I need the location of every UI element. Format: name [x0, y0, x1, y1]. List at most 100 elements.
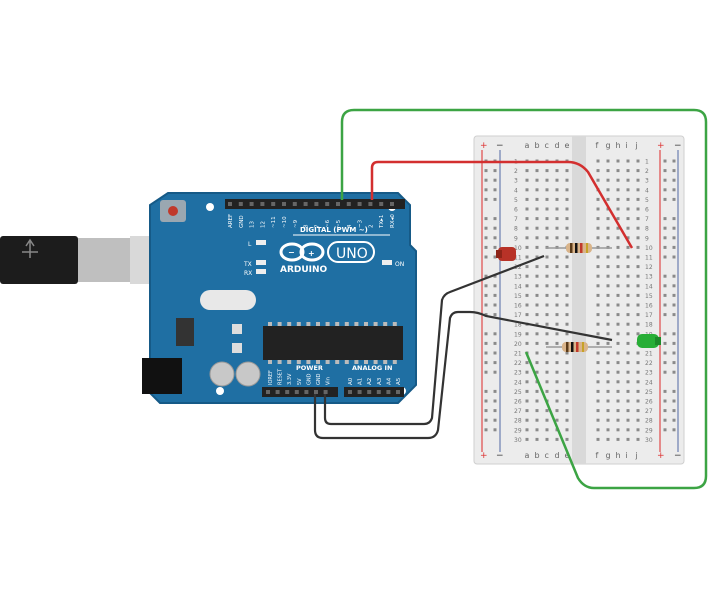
- row-number: 9: [645, 235, 649, 242]
- row-number: 1: [645, 159, 649, 166]
- column-letter: g: [606, 451, 611, 460]
- column-letter: e: [565, 451, 570, 460]
- on-label: ON: [395, 261, 404, 268]
- row-number: 8: [514, 226, 518, 233]
- row-number: 5: [645, 197, 649, 204]
- row-number: 12: [514, 264, 522, 271]
- digital-pin-label: TX▸1: [379, 215, 385, 229]
- resistor-2[interactable]: [546, 342, 612, 352]
- row-number: 10: [645, 245, 653, 252]
- column-letter: e: [565, 141, 570, 150]
- microcontroller-chip: [263, 326, 403, 360]
- row-number: 2: [514, 168, 518, 175]
- arduino-logo: − +: [279, 242, 325, 262]
- green-led[interactable]: [637, 334, 661, 348]
- analog-pin-label: A1: [358, 378, 364, 385]
- analog-pin-label: A4: [386, 377, 392, 385]
- power-jack: [142, 358, 182, 394]
- power-pin-label: IOREF: [268, 370, 274, 385]
- row-number: 18: [645, 322, 653, 329]
- digital-pin-label: RX◂0: [390, 214, 396, 228]
- row-number: 16: [514, 303, 522, 310]
- row-number: 15: [645, 293, 653, 300]
- row-number: 4: [645, 187, 649, 194]
- row-number: 23: [645, 370, 653, 377]
- power-pin-label: 5V: [297, 378, 303, 385]
- digital-pin-label: 12: [260, 221, 266, 228]
- column-letter: f: [596, 451, 599, 460]
- row-number: 18: [514, 322, 522, 329]
- crystal: [200, 290, 256, 310]
- row-number: 25: [514, 389, 522, 396]
- power-pin-label: Vin: [326, 377, 332, 385]
- rail-sign: −: [496, 451, 504, 461]
- resistor-1[interactable]: [546, 243, 612, 253]
- column-letter: a: [525, 141, 530, 150]
- digital-pin-label: AREF: [228, 214, 234, 228]
- column-letter: h: [616, 141, 621, 150]
- digital-pin-label: 13: [250, 221, 256, 228]
- row-number: 13: [645, 274, 653, 281]
- rail-sign: −: [674, 141, 682, 151]
- usb-icon: [22, 238, 38, 258]
- row-number: 8: [645, 226, 649, 233]
- power-header: [262, 387, 338, 397]
- row-number: 3: [645, 178, 649, 185]
- row-number: 11: [645, 255, 653, 262]
- row-number: 3: [514, 178, 518, 185]
- digital-pin-label: 8: [304, 224, 310, 228]
- row-number: 22: [645, 360, 653, 367]
- column-letter: g: [606, 141, 611, 150]
- black-wire-1: [313, 310, 613, 440]
- column-letter: a: [525, 451, 530, 460]
- row-number: 26: [514, 399, 522, 406]
- row-number: 27: [514, 408, 522, 415]
- row-number: 19: [514, 331, 522, 338]
- row-number: 12: [645, 264, 653, 271]
- row-number: 7: [645, 216, 649, 223]
- digital-pin-label: 2: [368, 225, 374, 229]
- rail-sign: +: [480, 451, 488, 461]
- row-number: 29: [514, 427, 522, 434]
- power-label: POWER: [296, 364, 323, 372]
- analog-label: ANALOG IN: [352, 364, 392, 372]
- column-letter: c: [545, 141, 549, 150]
- column-letter: d: [555, 451, 560, 460]
- row-number: 24: [645, 379, 653, 386]
- row-number: 17: [645, 312, 653, 319]
- row-number: 30: [645, 437, 653, 444]
- digital-header-label: DIGITAL (PWM ~): [300, 226, 368, 234]
- row-number: 6: [645, 207, 649, 214]
- digital-pin-label: ~10: [282, 216, 288, 228]
- row-number: 6: [514, 207, 518, 214]
- digital-pin-label: GND: [239, 215, 245, 228]
- column-letter: f: [596, 141, 599, 150]
- black-wire-2: [323, 254, 545, 426]
- row-number: 28: [645, 418, 653, 425]
- row-number: 30: [514, 437, 522, 444]
- digital-pin-label: 4: [347, 224, 353, 228]
- red-led[interactable]: [496, 247, 516, 261]
- brand-text: ARDUINO: [280, 265, 328, 275]
- row-number: 10: [514, 245, 522, 252]
- power-pin-label: GND: [306, 373, 312, 385]
- rail-sign: +: [657, 451, 665, 461]
- row-number: 17: [514, 312, 522, 319]
- digital-pin-label: 7: [314, 224, 320, 228]
- digital-pin-label: ~5: [336, 219, 342, 228]
- analog-pin-label: A5: [396, 377, 402, 385]
- row-number: 7: [514, 216, 518, 223]
- row-number: 2: [645, 168, 649, 175]
- led-rx-label: RX: [244, 270, 252, 277]
- column-letter: c: [545, 451, 549, 460]
- column-letter: i: [626, 141, 628, 150]
- power-pin-label: RESET: [278, 368, 284, 385]
- row-number: 15: [514, 293, 522, 300]
- row-number: 29: [645, 427, 653, 434]
- row-number: 26: [645, 399, 653, 406]
- row-number: 14: [514, 283, 522, 290]
